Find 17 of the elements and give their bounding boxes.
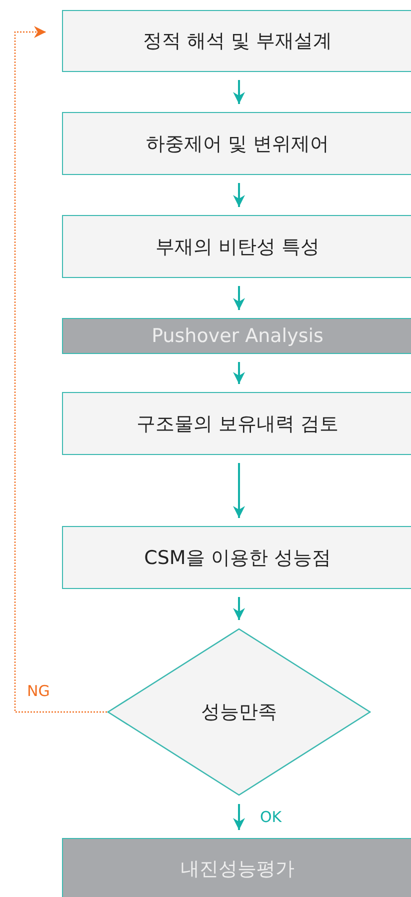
process-box: 정적 해석 및 부재설계 [62, 10, 411, 72]
arrow [233, 286, 245, 310]
arrow [233, 80, 245, 104]
arrow [233, 183, 245, 207]
process-box: 내진성능평가 [62, 838, 411, 897]
process-box: 부재의 비탄성 특성 [62, 215, 411, 278]
arrow [14, 26, 107, 713]
arrow [233, 463, 245, 518]
decision-text: 성능만족 [201, 700, 277, 725]
process-box: 하중제어 및 변위제어 [62, 112, 411, 175]
arrow [233, 597, 245, 620]
decision-diamond [107, 628, 371, 796]
arrow [233, 804, 245, 830]
process-box: Pushover Analysis [62, 318, 411, 354]
process-box: CSM을 이용한 성능점 [62, 526, 411, 589]
arrow [233, 362, 245, 384]
process-box: 구조물의 보유내력 검토 [62, 392, 411, 455]
